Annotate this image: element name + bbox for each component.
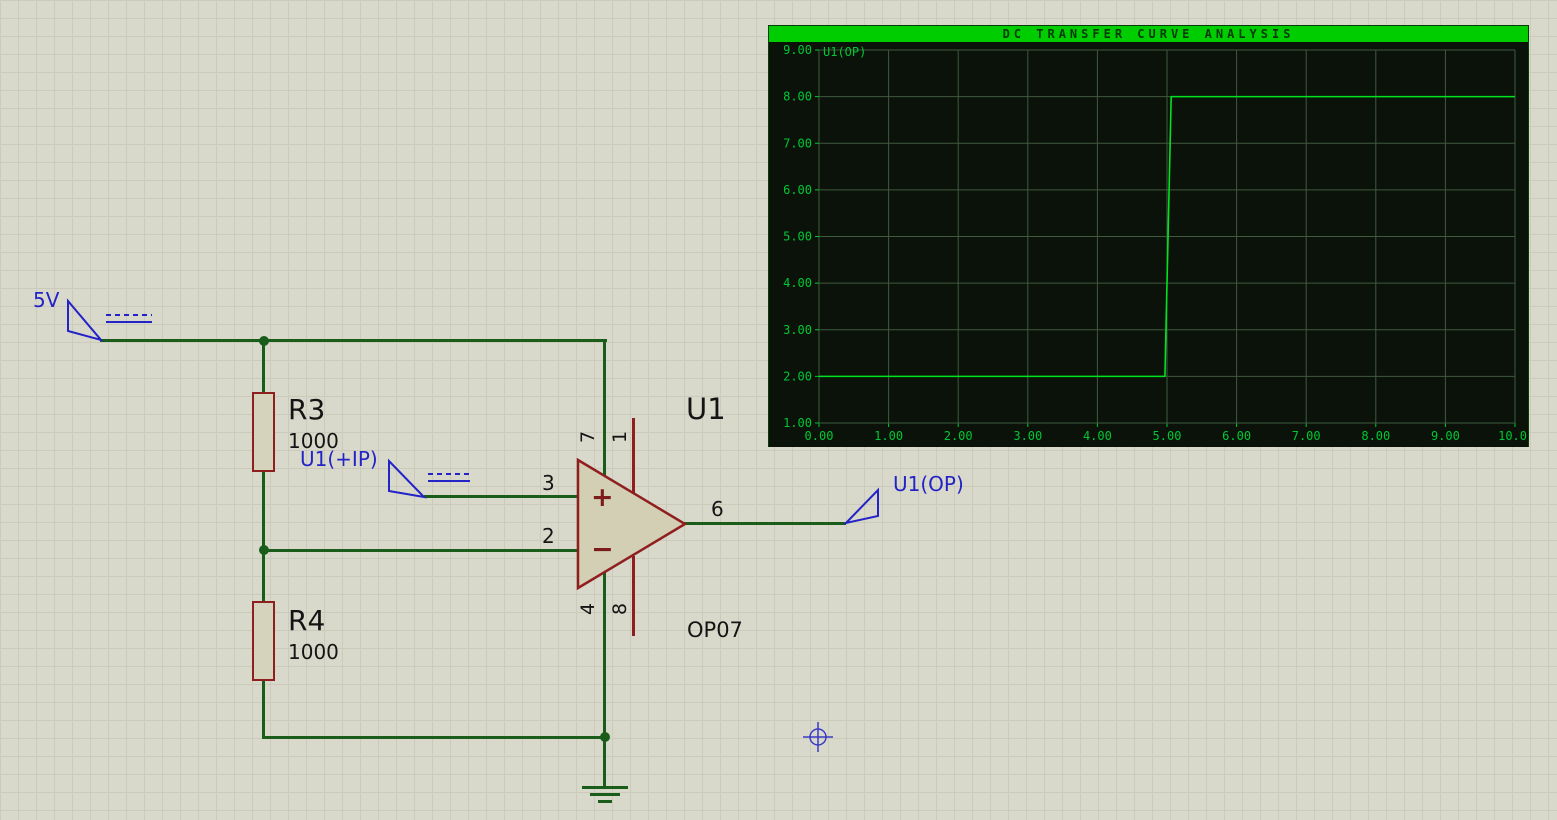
y-tick-label: 2.00 <box>783 369 812 383</box>
pin-label-3: 3 <box>542 471 555 495</box>
wire-inverting-input[interactable] <box>263 549 579 552</box>
x-tick-label: 4.00 <box>1083 429 1112 443</box>
x-tick-label: 6.00 <box>1222 429 1251 443</box>
y-tick-label: 9.00 <box>783 43 812 57</box>
trace-u1op <box>819 95 1515 378</box>
junction-dot-top <box>259 336 269 346</box>
ground-bar-2 <box>590 793 620 796</box>
graph-title-bar: DC TRANSFER CURVE ANALYSIS <box>769 26 1528 42</box>
wire-bottom-rail[interactable] <box>263 736 607 739</box>
r4-ref-label: R4 <box>288 604 326 637</box>
dc-generator-inp-icon[interactable] <box>388 458 427 499</box>
junction-dot-mid <box>259 545 269 555</box>
graph-legend: U1(OP) <box>823 45 866 59</box>
wire-ground-vertical[interactable] <box>603 736 606 788</box>
x-tick-label: 2.00 <box>944 429 973 443</box>
x-tick-label: 3.00 <box>1013 429 1042 443</box>
pin-label-4: 4 <box>577 602 599 616</box>
x-tick-label: 9.00 <box>1431 429 1460 443</box>
gen-inp-label: U1(+IP) <box>300 447 378 471</box>
x-tick-label: 10.0 <box>1498 429 1527 443</box>
x-tick-label: 1.00 <box>874 429 903 443</box>
resistor-r3[interactable] <box>252 392 275 472</box>
y-tick-label: 7.00 <box>783 136 812 150</box>
wire-top-rail[interactable] <box>100 339 607 342</box>
origin-crosshair-icon <box>803 722 833 752</box>
u1-ref-label: U1 <box>686 392 726 426</box>
y-tick-label: 5.00 <box>783 230 812 244</box>
dc-generator-5v-icon[interactable] <box>67 298 104 342</box>
voltage-probe-out-icon[interactable] <box>842 487 879 525</box>
r3-value-label: 1000 <box>288 429 339 453</box>
pin-label-1: 1 <box>609 430 631 444</box>
opamp-plus-sign: + <box>591 482 614 513</box>
pin-label-7: 7 <box>577 430 599 444</box>
y-tick-label: 6.00 <box>783 183 812 197</box>
x-tick-label: 5.00 <box>1153 429 1182 443</box>
ground-bar-3 <box>598 800 612 803</box>
pin-label-6: 6 <box>711 497 724 521</box>
x-tick-label: 8.00 <box>1361 429 1390 443</box>
resistor-r4[interactable] <box>252 601 275 681</box>
r4-value-label: 1000 <box>288 640 339 664</box>
opamp-pin1-stub[interactable] <box>632 418 635 493</box>
u1-part-label: OP07 <box>687 618 743 642</box>
wire-output[interactable] <box>684 522 846 525</box>
y-tick-label: 1.00 <box>783 416 812 430</box>
wire-r4-top[interactable] <box>262 549 265 604</box>
wire-r3-bottom[interactable] <box>262 468 265 552</box>
wire-r3-top[interactable] <box>262 340 265 395</box>
wire-vneg-vertical[interactable] <box>603 570 606 738</box>
ground-bar-1 <box>582 786 628 789</box>
opamp-minus-sign: − <box>591 534 614 565</box>
wire-r4-bottom[interactable] <box>262 678 265 739</box>
source-5v-label: 5V <box>33 288 60 312</box>
junction-dot-bottom <box>600 732 610 742</box>
wire-noninverting-input[interactable] <box>424 495 579 498</box>
y-tick-label: 4.00 <box>783 276 812 290</box>
x-tick-label: 0.00 <box>805 429 834 443</box>
pin-label-2: 2 <box>542 524 555 548</box>
x-tick-label: 7.00 <box>1292 429 1321 443</box>
graph-title: DC TRANSFER CURVE ANALYSIS <box>1002 27 1295 41</box>
pin-label-8: 8 <box>609 602 631 616</box>
r3-ref-label: R3 <box>288 393 326 426</box>
y-tick-label: 8.00 <box>783 90 812 104</box>
wire-vplus-vertical[interactable] <box>603 340 606 480</box>
probe-out-label: U1(OP) <box>893 472 964 496</box>
y-tick-label: 3.00 <box>783 323 812 337</box>
opamp-pin8-stub[interactable] <box>632 556 635 636</box>
